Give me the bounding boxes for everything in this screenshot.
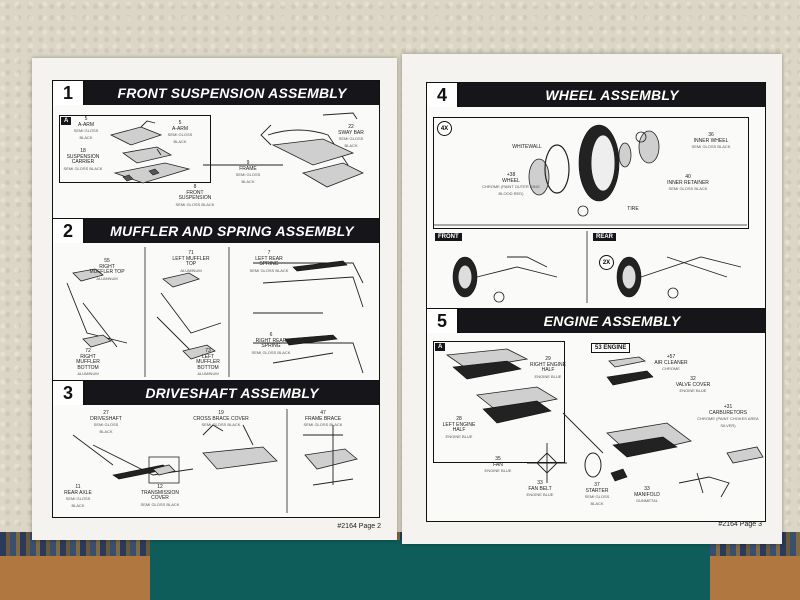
section-wheel-assembly: 4 WHEEL ASSEMBLY 4X WHITEWALL: [426, 82, 766, 310]
step-number: 4: [427, 83, 459, 107]
front-view-tag: FRONT: [435, 233, 462, 241]
front-suspension-drawing: [109, 112, 364, 188]
engine-part-tag: 53 ENGINE: [591, 343, 631, 353]
quantity-badge: 4X: [437, 121, 452, 136]
step-number: 1: [53, 81, 85, 105]
section-title: ENGINE ASSEMBLY: [543, 313, 681, 329]
section-header: 1 FRONT SUSPENSION ASSEMBLY: [53, 81, 379, 105]
section-header: 3 DRIVESHAFT ASSEMBLY: [53, 381, 379, 405]
subassembly-tag: A: [61, 117, 72, 125]
rear-view-tag: REAR: [593, 233, 617, 241]
instruction-sheet-right: 4 WHEEL ASSEMBLY 4X WHITEWALL: [402, 54, 782, 544]
section-title: FRONT SUSPENSION ASSEMBLY: [117, 85, 347, 101]
section-header: 5 ENGINE ASSEMBLY: [427, 309, 765, 333]
muffler-spring-drawing: [66, 247, 364, 377]
engine-exploded-drawing: [445, 348, 764, 498]
label-whitewall: WHITEWALL: [512, 144, 542, 150]
driveshaft-drawing: [72, 409, 358, 513]
section-header: 2 MUFFLER AND SPRING ASSEMBLY: [53, 219, 379, 243]
step-number: 3: [53, 381, 85, 405]
label-tire: TIRE: [627, 206, 639, 212]
section-header: 4 WHEEL ASSEMBLY: [427, 83, 765, 107]
step-number: 5: [427, 309, 459, 333]
wheel-exploded-drawing: [433, 124, 747, 303]
step-number: 2: [53, 219, 85, 243]
wheel-subassembly-box: [433, 117, 749, 229]
section-title: WHEEL ASSEMBLY: [545, 87, 679, 103]
page-footer: #2164 Page 2: [337, 523, 381, 530]
subassembly-tag: A: [435, 343, 446, 351]
rear-quantity-badge: 2X: [599, 255, 614, 270]
page-footer: #2164 Page 3: [718, 521, 762, 528]
engine-subassembly-box: [433, 341, 565, 463]
section-title: DRIVESHAFT ASSEMBLY: [145, 385, 319, 401]
teal-table-top: [150, 540, 710, 600]
subassembly-box: [59, 115, 211, 183]
section-title: MUFFLER AND SPRING ASSEMBLY: [110, 223, 354, 239]
